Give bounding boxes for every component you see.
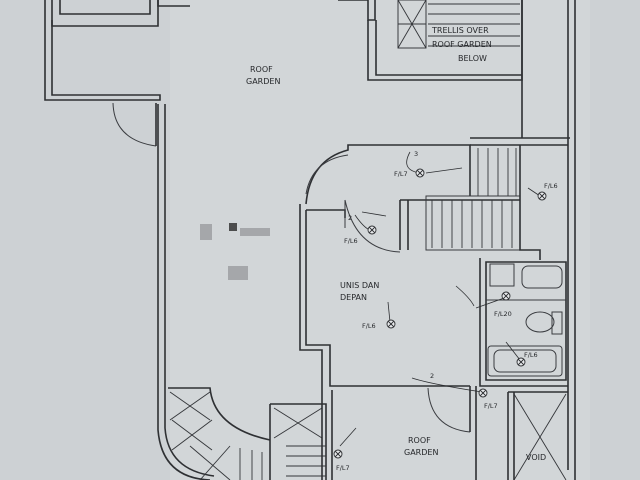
light-fixture-top (415, 168, 425, 178)
label-roof-garden-top-1: ROOF (250, 65, 273, 74)
light-fixture-bath (516, 357, 526, 367)
stair-hatch-bottom-left (168, 387, 327, 480)
label-void: VOID (526, 453, 546, 462)
label-room-name-2: DEPAN (340, 293, 367, 302)
label-switch-2b: 2 (430, 372, 434, 380)
label-fixture-f17-bottom: F/L7 (336, 464, 350, 472)
door-swing-bottom (331, 386, 477, 480)
top-left-block (44, 0, 190, 101)
label-fixture-f16-left: F/L6 (344, 237, 358, 245)
label-fixture-f17-mid: F/L7 (484, 402, 498, 410)
label-roof-garden-top-2: GARDEN (246, 77, 280, 86)
blurred-mark (200, 223, 270, 280)
light-fixture-left (367, 225, 377, 235)
label-fixture-f16-room: F/L6 (362, 322, 376, 330)
void-shaft (507, 391, 568, 480)
main-stair (425, 145, 541, 260)
label-switch-2a: 2 (348, 214, 352, 222)
light-fixture-stair (537, 191, 547, 201)
label-room-name-1: UNIS DAN (340, 281, 379, 290)
label-switch-3: 3 (414, 150, 418, 158)
door-swing-left (112, 102, 157, 147)
light-fixture-mid (478, 388, 488, 398)
light-fixture-bath-top (501, 291, 511, 301)
light-fixture-bottom (333, 449, 343, 459)
label-fixture-f17-top: F/L7 (394, 170, 408, 178)
trellis-hatch (397, 0, 520, 49)
light-fixture-room (386, 319, 396, 329)
label-trellis-2: ROOF GARDEN (432, 40, 492, 49)
label-roof-garden-bottom-1: ROOF (408, 436, 431, 445)
door-swing-room (344, 199, 401, 253)
label-roof-garden-bottom-2: GARDEN (404, 448, 438, 457)
label-fixture-f16-stair: F/L6 (544, 182, 558, 190)
central-room-walls (299, 0, 570, 480)
label-trellis-3: BELOW (458, 54, 487, 63)
left-curved-wall (157, 104, 215, 480)
label-fixture-f16-bath: F/L6 (524, 351, 538, 359)
label-trellis-1: TRELLIS OVER (431, 26, 489, 35)
label-fixture-f20: F/L20 (494, 310, 512, 318)
